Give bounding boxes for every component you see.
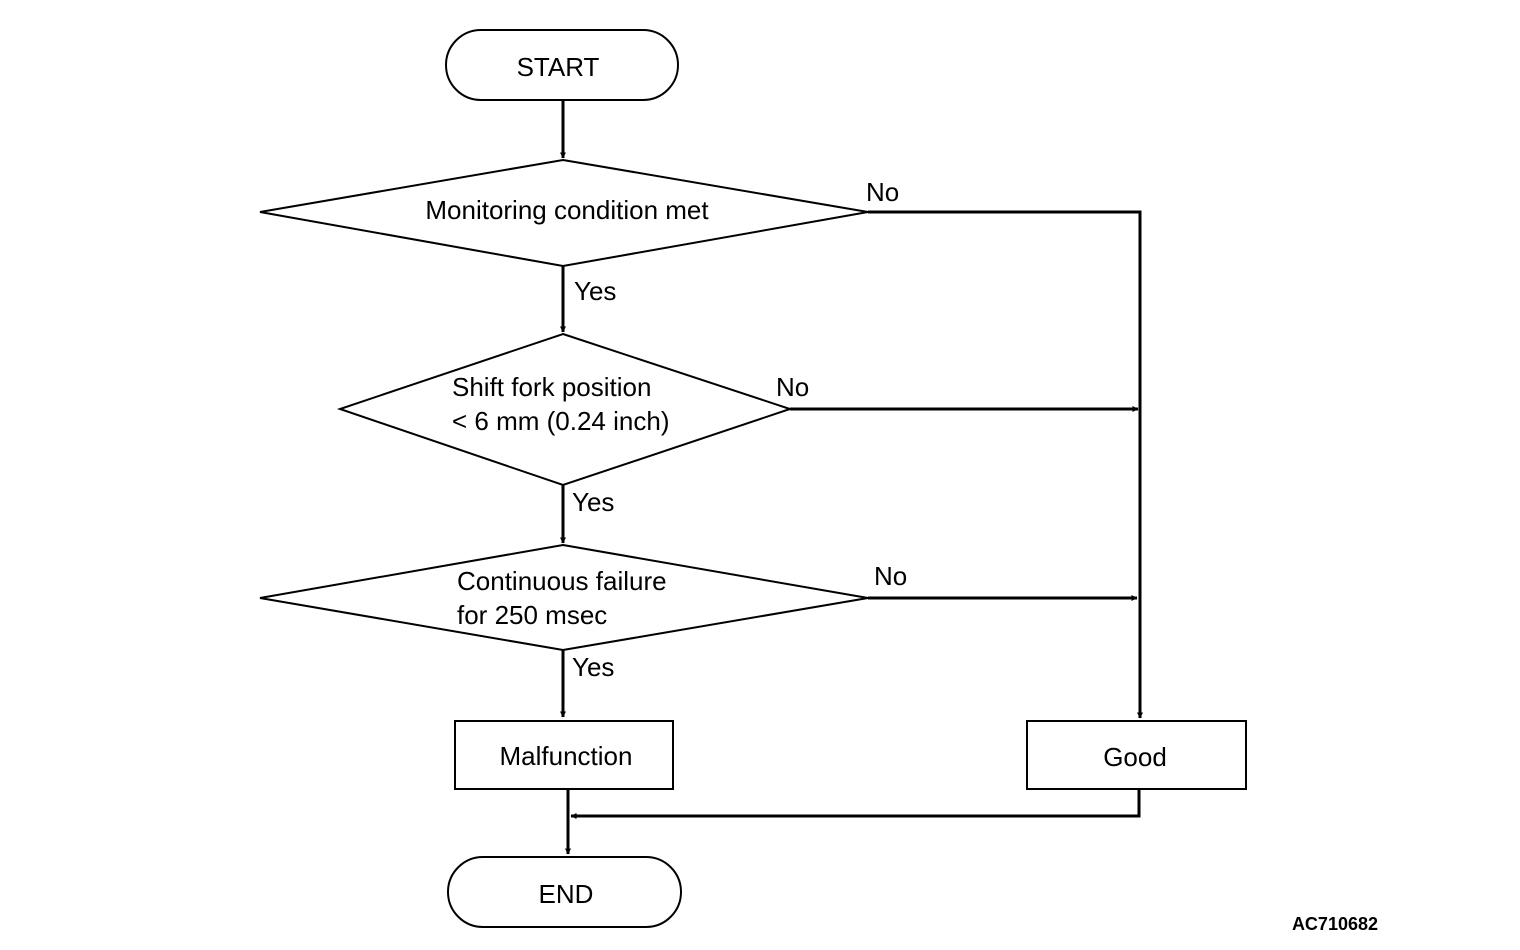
decision2-label: Shift fork position < 6 mm (0.24 inch) (452, 372, 669, 436)
malfunction-box (454, 720, 674, 790)
decision3-yes-label: Yes (572, 652, 614, 682)
figure-code: AC710682 (1292, 914, 1378, 934)
arrow-good-to-merge (570, 789, 1141, 819)
decision3-no-label: No (874, 561, 907, 591)
end-label: END (539, 879, 594, 909)
decision-continuous-failure (259, 543, 869, 652)
decision2-yes-label: Yes (572, 487, 614, 517)
decision2-line1: Shift fork position (452, 372, 651, 402)
decision2-no-label: No (776, 372, 809, 402)
decision1-yes-label: Yes (574, 276, 616, 306)
arrow-decision1-no-to-good (868, 210, 1143, 719)
decision3-line2: for 250 msec (457, 600, 607, 630)
decision2-line2: < 6 mm (0.24 inch) (452, 406, 669, 436)
decision3-label: Continuous failure for 250 msec (457, 566, 674, 630)
good-label: Good (1103, 742, 1167, 772)
decision1-label: Monitoring condition met (425, 195, 709, 225)
malfunction-label: Malfunction (500, 741, 633, 771)
end-terminal (447, 856, 682, 928)
good-box (1026, 720, 1247, 790)
decision1-no-label: No (866, 177, 899, 207)
start-label: START (517, 52, 600, 82)
decision3-line1: Continuous failure (457, 566, 667, 596)
